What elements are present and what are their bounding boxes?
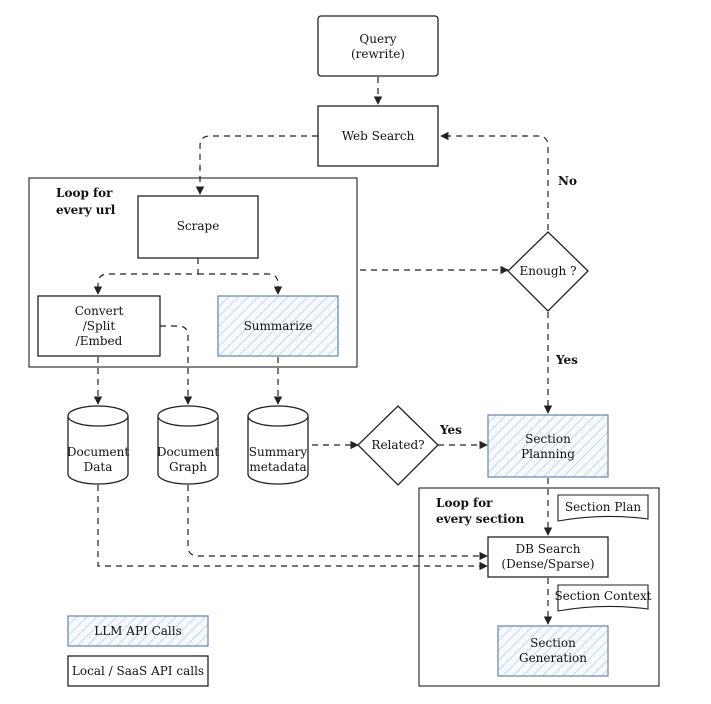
svg-text:Related?: Related? (371, 438, 424, 452)
svg-text:Data: Data (84, 460, 113, 474)
node-web-search: Web Search (317, 105, 439, 167)
note-section-plan: Section Plan (557, 494, 649, 522)
svg-text:Graph: Graph (169, 460, 207, 474)
svg-text:Summary: Summary (249, 445, 308, 459)
svg-text:Enough ?: Enough ? (519, 264, 576, 278)
svg-text:Local / SaaS API calls: Local / SaaS API calls (72, 664, 204, 678)
edge-docgraph-dbsearch (187, 485, 488, 561)
url-loop-label-2: every url (56, 203, 116, 217)
svg-text:Query: Query (359, 32, 396, 46)
section-loop-label-1: Loop for (436, 496, 493, 510)
edge-convert-docgraph (160, 325, 193, 405)
svg-text:metadata: metadata (249, 460, 306, 474)
svg-text:/Split: /Split (83, 319, 116, 333)
svg-text:(Dense/Sparse): (Dense/Sparse) (501, 557, 594, 571)
note-section-context: Section Context (554, 584, 652, 612)
svg-text:Section: Section (530, 636, 576, 650)
node-scrape: Scrape (137, 195, 259, 259)
node-convert: Convert /Split /Embed (37, 295, 161, 357)
svg-text:Convert: Convert (75, 304, 124, 318)
svg-text:Section Context: Section Context (554, 589, 651, 603)
svg-text:Web Search: Web Search (342, 129, 415, 143)
node-summarize: Summarize (217, 295, 339, 357)
svg-text:Summarize: Summarize (244, 319, 313, 333)
url-loop-label-1: Loop for (56, 186, 113, 200)
svg-text:Generation: Generation (519, 651, 587, 665)
legend-llm: LLM API Calls (67, 615, 209, 647)
svg-text:Section Plan: Section Plan (565, 500, 642, 514)
svg-text:Scrape: Scrape (177, 219, 220, 233)
svg-text:LLM API Calls: LLM API Calls (94, 624, 182, 638)
edge-label-no: No (558, 174, 577, 188)
svg-text:Document: Document (67, 445, 130, 459)
edges (93, 77, 553, 625)
edge-scrape-summarize (198, 273, 283, 295)
node-query: Query (rewrite) (317, 15, 439, 77)
node-enough-decision: Enough ? (507, 231, 589, 312)
svg-text:Planning: Planning (521, 447, 575, 461)
svg-text:Document: Document (157, 445, 220, 459)
svg-text:DB Search: DB Search (516, 542, 581, 556)
edge-websearch-scrape (195, 135, 318, 195)
section-loop-label-2: every section (436, 512, 525, 526)
node-db-search: DB Search (Dense/Sparse) (487, 536, 609, 578)
edge-label-yes-related: Yes (439, 423, 462, 437)
svg-text:(rewrite): (rewrite) (351, 47, 405, 61)
svg-text:/Embed: /Embed (76, 334, 123, 348)
node-section-planning: Section Planning (487, 414, 609, 478)
node-section-generation: Section Generation (497, 625, 609, 677)
edge-docdata-dbsearch (97, 485, 488, 571)
svg-text:Section: Section (525, 432, 571, 446)
edge-enough-websearch (440, 131, 549, 230)
node-related-decision: Related? (357, 405, 439, 486)
edge-scrape-convert (93, 258, 199, 295)
db-document-data: Document Data (67, 405, 130, 485)
edge-label-yes-enough: Yes (555, 353, 578, 367)
db-summary-metadata: Summary metadata (247, 405, 309, 485)
legend-local: Local / SaaS API calls (67, 655, 209, 687)
db-document-graph: Document Graph (157, 405, 220, 485)
